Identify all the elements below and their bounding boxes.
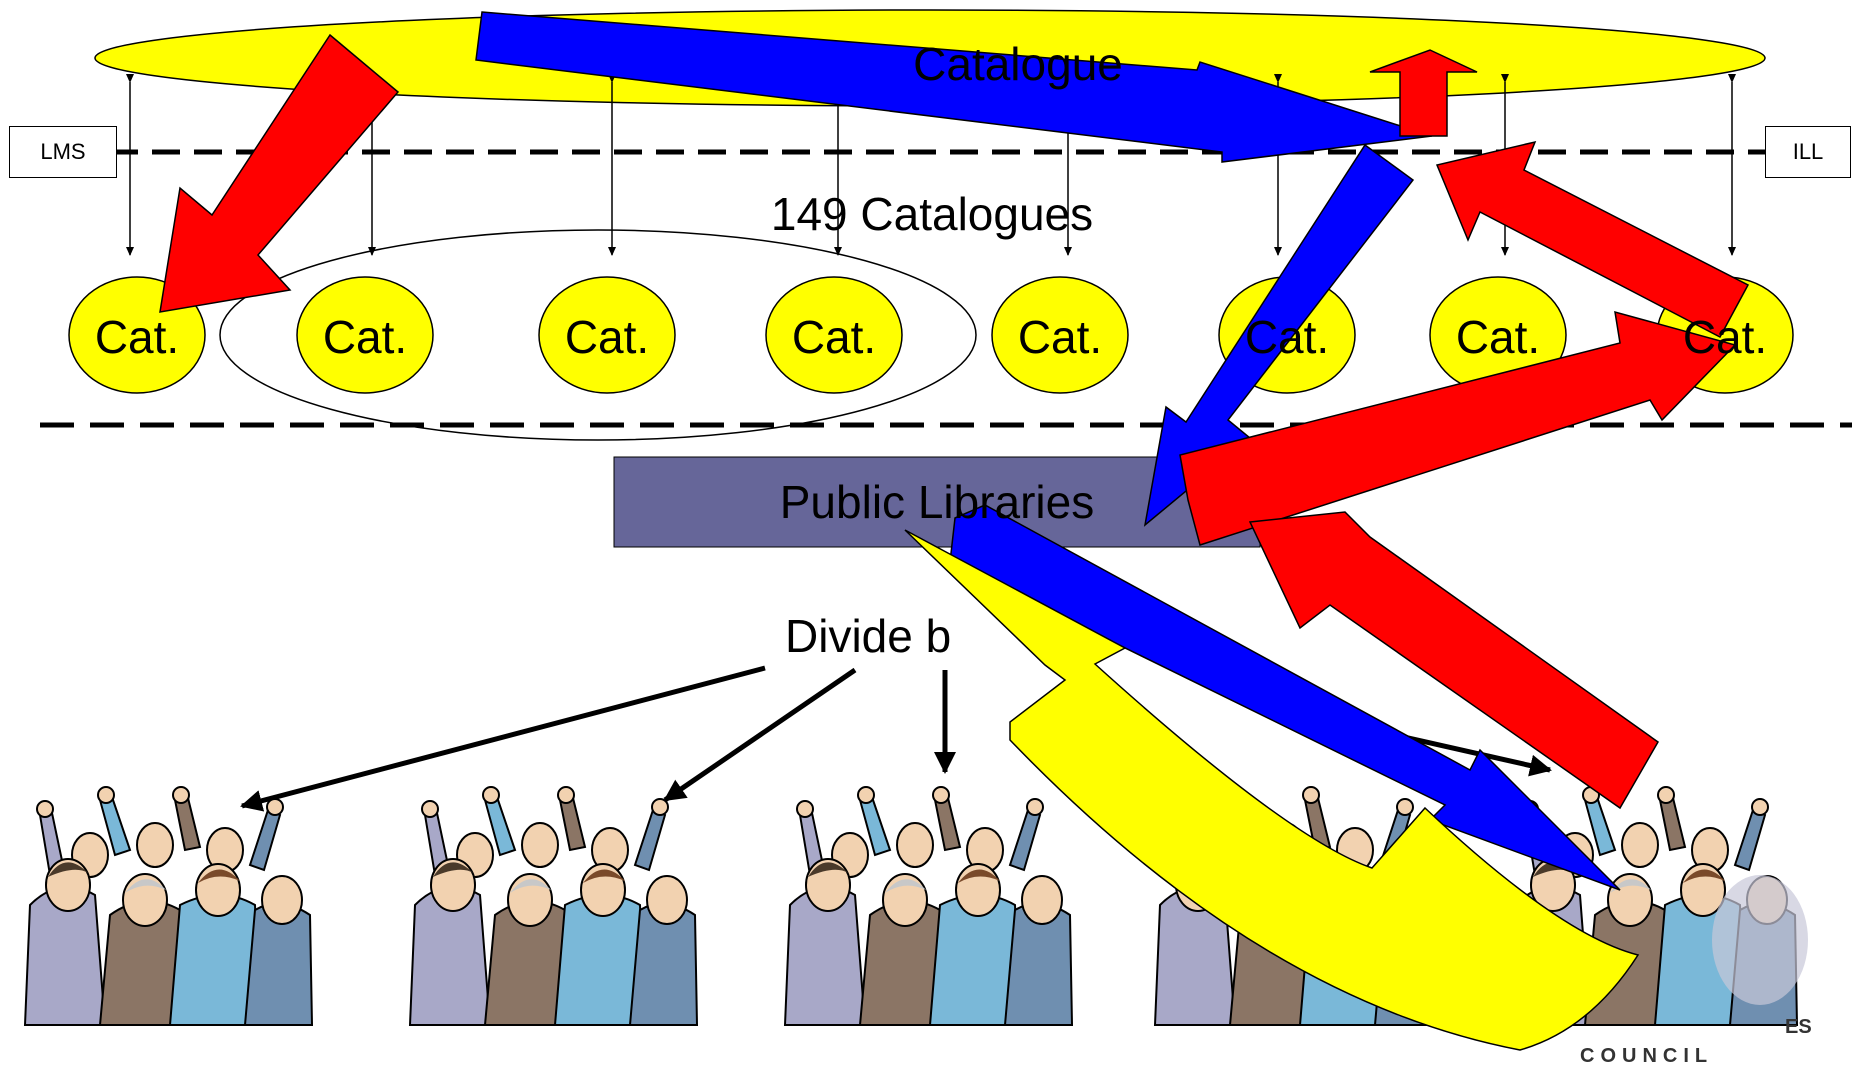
red-arrow-icon — [1435, 140, 1750, 339]
divide-arrows — [240, 665, 1552, 812]
council-logo-mark — [1712, 875, 1808, 1005]
catalogue-node — [991, 276, 1129, 394]
catalogue-node-label: Cat. — [323, 311, 407, 363]
catalogue-node-label: Cat. — [1018, 311, 1102, 363]
lms-label: LMS — [40, 139, 86, 164]
catalogue-node-label: Cat. — [565, 311, 649, 363]
divide-label: Divide b — [785, 610, 951, 662]
top-catalogue-label: Catalogue — [913, 38, 1123, 90]
red-arrow-icon — [1248, 511, 1659, 810]
crowd-icon — [24, 786, 313, 1026]
red-arrow-icon — [159, 33, 400, 313]
catalogue-node-label: Cat. — [1683, 311, 1767, 363]
red-arrow-icon — [1179, 310, 1737, 546]
catalogues-count-label: 149 Catalogues — [771, 188, 1093, 240]
catalogue-node — [296, 276, 434, 394]
crowd-icon — [409, 786, 698, 1026]
blue-arrow-icon — [475, 11, 1433, 163]
lms-label-box: LMS — [9, 126, 117, 178]
yellow-arrow-icon — [904, 529, 1640, 1051]
crowd-icon — [784, 786, 1073, 1026]
red-arrow-icon — [1369, 49, 1478, 137]
ill-label-box: ILL — [1765, 126, 1851, 178]
grouping-ellipse — [219, 229, 977, 441]
catalogue-node-label: Cat. — [1245, 311, 1329, 363]
catalogue-node-labels: Cat. Cat. Cat. Cat. Cat. Cat. Cat. Cat. — [95, 311, 1767, 363]
catalogue-node — [538, 276, 676, 394]
flow-arrows — [159, 11, 1750, 1051]
catalogue-node — [765, 276, 903, 394]
catalogue-node-label: Cat. — [792, 311, 876, 363]
ill-label: ILL — [1792, 139, 1824, 164]
logo-text-top: ES — [1785, 1016, 1812, 1038]
catalogue-node-label: Cat. — [95, 311, 179, 363]
logo-text-bottom: COUNCIL — [1580, 1045, 1713, 1065]
catalogue-node-label: Cat. — [1456, 311, 1540, 363]
public-libraries-label: Public Libraries — [780, 476, 1094, 528]
